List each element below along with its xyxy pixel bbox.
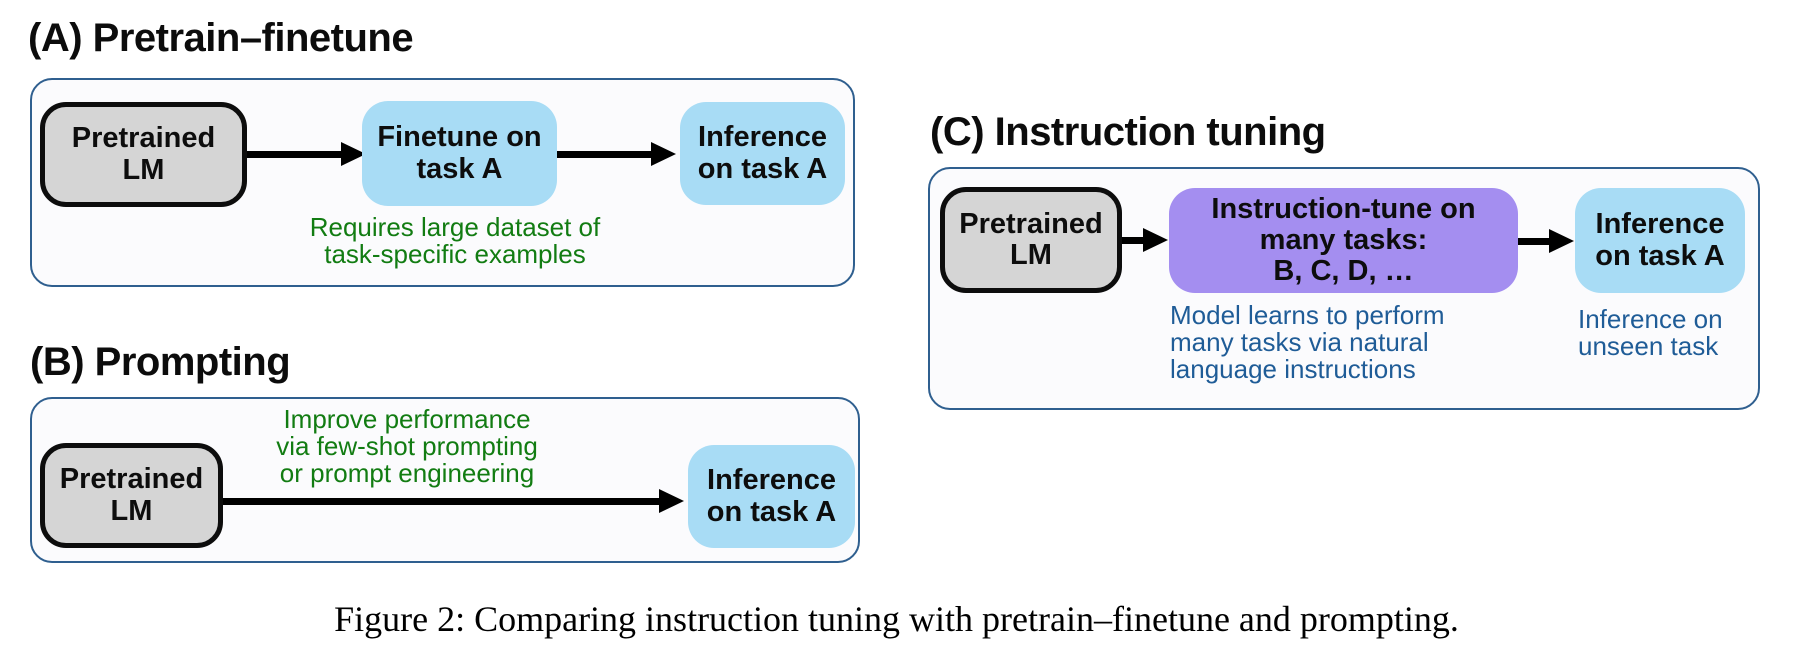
panel-b-title: (B) Prompting — [30, 340, 291, 384]
node-pretrained-lm-c: Pretrained LM — [940, 187, 1122, 293]
arrow-right-icon — [223, 489, 684, 513]
note-inference-unseen: Inference on unseen task — [1578, 304, 1723, 361]
note-improve-performance: Improve performance via few-shot prompti… — [276, 404, 538, 488]
node-pretrained-lm-b: Pretrained LM — [40, 443, 223, 548]
node-inference-task-a: Inference on task A — [680, 102, 845, 205]
node-inference-task-b: Inference on task A — [688, 445, 855, 548]
node-inference-task-c: Inference on task A — [1575, 188, 1745, 293]
figure-caption: Figure 2: Comparing instruction tuning w… — [334, 599, 1459, 639]
node-pretrained-lm-a: Pretrained LM — [40, 102, 247, 207]
arrow-right-icon — [557, 142, 676, 166]
arrow-right-icon — [1518, 229, 1574, 253]
node-instruction-tune: Instruction-tune on many tasks: B, C, D,… — [1169, 188, 1518, 293]
node-finetune-task-a: Finetune on task A — [362, 101, 557, 206]
panel-a-title: (A) Pretrain–finetune — [28, 16, 414, 60]
panel-c-title: (C) Instruction tuning — [930, 110, 1326, 154]
arrow-right-icon — [1122, 228, 1168, 252]
note-model-learns: Model learns to perform many tasks via n… — [1170, 300, 1445, 384]
arrow-right-icon — [247, 142, 366, 166]
note-requires-dataset: Requires large dataset of task-specific … — [309, 212, 601, 269]
